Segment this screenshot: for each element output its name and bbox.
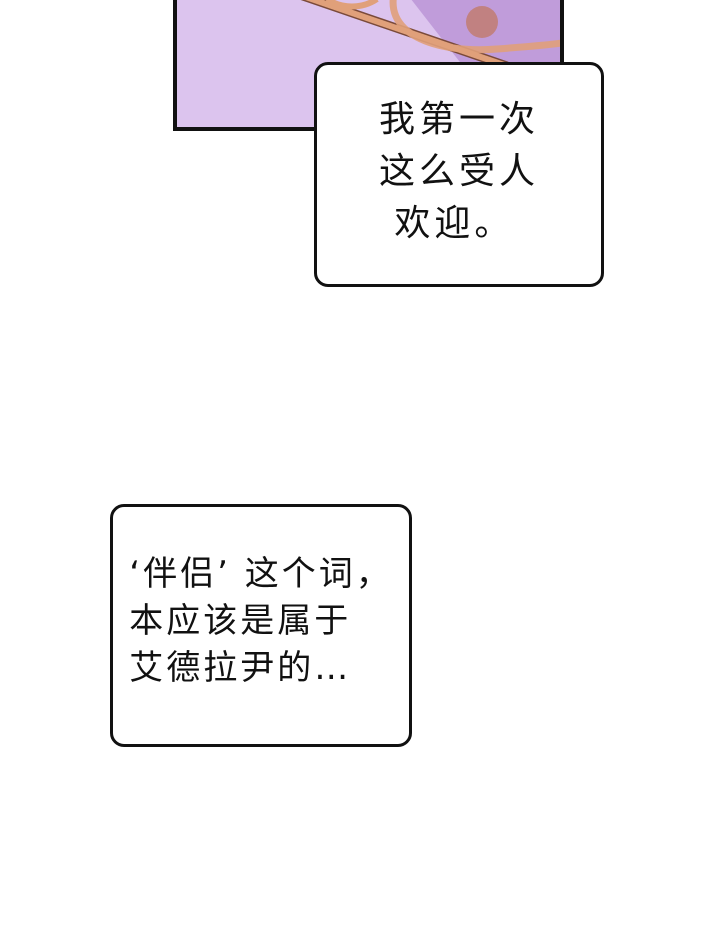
- bubble-text: 我第一次这么受人 欢迎。: [379, 94, 539, 250]
- bubble-text: ‘伴侣’ 这个词， 本应该是属于艾德拉尹的…: [129, 551, 392, 692]
- line: ‘伴侣’ 这个词，: [129, 554, 393, 594]
- speech-bubble-1: 我第一次这么受人 欢迎。: [314, 62, 604, 287]
- line: 本应该是属于: [129, 601, 352, 641]
- line: 艾德拉尹的…: [129, 648, 352, 688]
- line: 我第一次: [378, 98, 539, 140]
- line: 欢迎。: [378, 202, 515, 244]
- line: 这么受人: [378, 150, 539, 192]
- speech-bubble-2: ‘伴侣’ 这个词， 本应该是属于艾德拉尹的…: [110, 504, 412, 747]
